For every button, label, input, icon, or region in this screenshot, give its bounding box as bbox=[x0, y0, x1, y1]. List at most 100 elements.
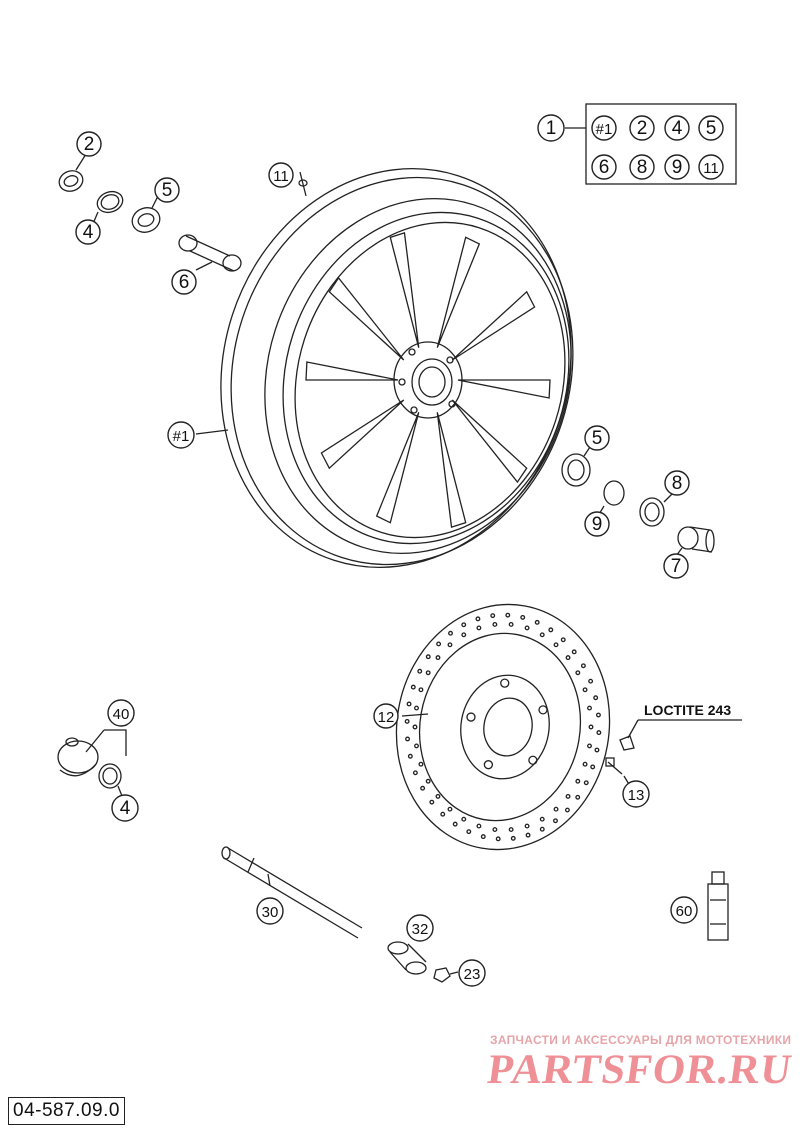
callout-c8: 8 bbox=[664, 470, 690, 496]
disc-hole bbox=[414, 743, 419, 749]
callout-circle bbox=[584, 425, 610, 451]
callout-kit1: #1 bbox=[591, 115, 617, 141]
disc-hole bbox=[588, 724, 594, 730]
disc-hole bbox=[436, 641, 442, 647]
disc-hole bbox=[571, 649, 577, 655]
callout-kit6: 6 bbox=[591, 154, 617, 180]
disc-hole bbox=[404, 718, 410, 724]
callout-circle bbox=[256, 897, 284, 925]
disc-hole bbox=[410, 684, 416, 690]
callout-circle bbox=[629, 115, 655, 141]
bearing-5-right bbox=[561, 446, 591, 487]
callout-circle bbox=[591, 154, 617, 180]
disc-hole bbox=[594, 747, 600, 753]
disc-hole bbox=[564, 807, 570, 813]
callout-c23: 23 bbox=[458, 959, 486, 987]
callout-number: 1 bbox=[546, 118, 557, 139]
callout-circle bbox=[622, 780, 650, 808]
callout-c12: 12 bbox=[373, 703, 399, 729]
disc-hole bbox=[447, 642, 453, 648]
callout-circle bbox=[171, 269, 197, 295]
disc-hole bbox=[461, 622, 467, 628]
spoke bbox=[457, 379, 551, 399]
callout-kit2: 2 bbox=[629, 115, 655, 141]
spoke bbox=[320, 399, 405, 470]
spoke bbox=[436, 236, 481, 348]
callout-circle bbox=[698, 154, 724, 180]
callout-number: 13 bbox=[628, 787, 645, 804]
loctite-pointer bbox=[619, 719, 742, 751]
callout-number: #1 bbox=[596, 121, 613, 138]
callout-c7: 7 bbox=[663, 553, 689, 579]
disc-hole bbox=[475, 616, 481, 622]
disc-hole bbox=[582, 687, 588, 693]
callout-number: 7 bbox=[671, 556, 682, 577]
disc-hole bbox=[539, 816, 545, 822]
disc-hole bbox=[575, 670, 581, 676]
callout-circle bbox=[268, 162, 294, 188]
callout-wheel: #1 bbox=[167, 421, 195, 449]
callout-circle bbox=[629, 154, 655, 180]
callout-circle bbox=[664, 154, 690, 180]
disc-hole bbox=[476, 823, 482, 829]
watermark-brand: PARTSFOR.RU bbox=[484, 1047, 796, 1093]
disc-hole bbox=[461, 632, 467, 638]
callout-number: 4 bbox=[83, 222, 94, 243]
spoke bbox=[451, 399, 528, 484]
valve-11 bbox=[298, 171, 308, 197]
callout-c2: 2 bbox=[76, 131, 102, 157]
spacer-32 bbox=[387, 941, 427, 975]
callout-number: 9 bbox=[672, 157, 683, 178]
disc-bolt-hole bbox=[466, 712, 476, 722]
loctite-label: LOCTITE 243 bbox=[644, 702, 731, 718]
callout-c6a: 6 bbox=[171, 269, 197, 295]
callout-number: 8 bbox=[672, 473, 683, 494]
disc-hole bbox=[461, 816, 467, 822]
spoke bbox=[328, 276, 405, 361]
disc-hole bbox=[405, 736, 410, 742]
disc-hole bbox=[553, 806, 559, 812]
callout-circle bbox=[663, 553, 689, 579]
disc-hole bbox=[407, 753, 413, 759]
callout-number: 4 bbox=[672, 118, 683, 139]
callout-circle bbox=[591, 115, 617, 141]
disc-hole bbox=[588, 678, 594, 684]
callout-number: 6 bbox=[599, 157, 610, 178]
disc-hole bbox=[590, 764, 596, 770]
disc-hole bbox=[524, 625, 530, 631]
disc-hole bbox=[425, 778, 431, 784]
callout-number: 2 bbox=[84, 134, 95, 155]
callout-number: 8 bbox=[637, 157, 648, 178]
callout-circle bbox=[111, 794, 139, 822]
disc-hole bbox=[587, 705, 592, 711]
bearing-5 bbox=[131, 195, 161, 233]
disc-hole bbox=[492, 621, 498, 627]
disc-hole bbox=[508, 621, 514, 627]
disc-hole bbox=[524, 823, 530, 829]
disc-hole bbox=[448, 630, 453, 636]
callout-number: 5 bbox=[162, 180, 173, 201]
disc-hole bbox=[452, 821, 458, 827]
callout-kit8: 8 bbox=[629, 154, 655, 180]
speedo-drive-40 bbox=[57, 729, 127, 777]
disc-hole bbox=[553, 642, 559, 648]
disc-hole bbox=[539, 632, 545, 638]
callout-kit4: 4 bbox=[664, 115, 690, 141]
disc-hole bbox=[582, 761, 588, 767]
disc-hole bbox=[476, 625, 482, 631]
callout-circle bbox=[406, 914, 434, 942]
disc-hole bbox=[560, 637, 566, 643]
callout-number: 60 bbox=[676, 903, 693, 920]
circlip-4 bbox=[91, 190, 124, 227]
disc-bolt-hole bbox=[528, 755, 538, 765]
callout-c30: 30 bbox=[256, 897, 284, 925]
callout-c5b: 5 bbox=[584, 425, 610, 451]
disc-hole bbox=[596, 712, 601, 718]
callout-number: 4 bbox=[120, 798, 131, 819]
spoke bbox=[451, 290, 536, 361]
watermark-tagline: ЗАПЧАСТИ И АКСЕССУАРЫ ДЛЯ МОТОТЕХНИКИ bbox=[490, 1033, 792, 1047]
circlip-9 bbox=[597, 480, 625, 517]
kit-contents-box bbox=[565, 103, 737, 185]
disc-hole bbox=[505, 612, 511, 618]
disc-hole bbox=[435, 655, 441, 661]
